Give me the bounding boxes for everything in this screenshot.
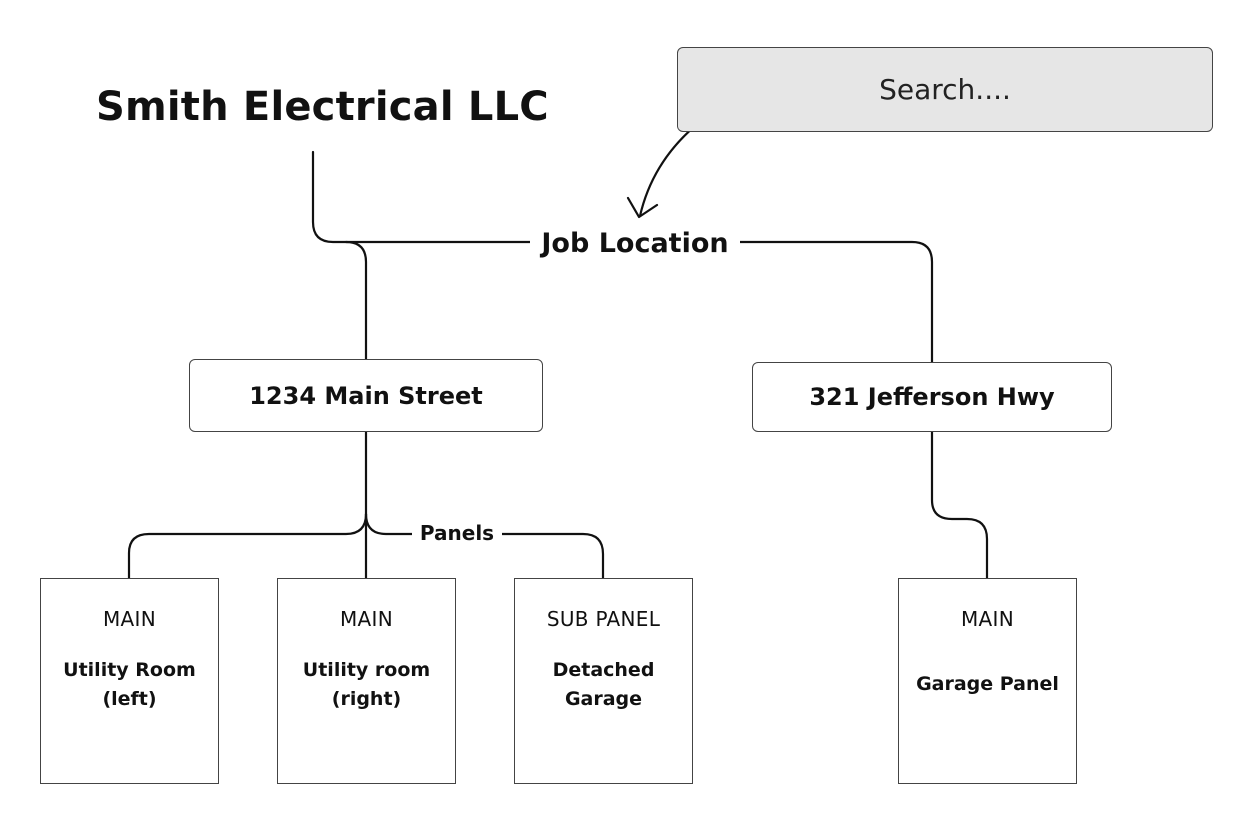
panel-card-detached-garage[interactable]: SUB PANEL Detached Garage (514, 578, 693, 784)
panel-card-utility-room-right[interactable]: MAIN Utility room (right) (277, 578, 456, 784)
company-title: Smith Electrical LLC (96, 84, 549, 130)
panel-name: Utility room (right) (302, 659, 431, 710)
jefferson-to-panel-connector (930, 430, 989, 580)
location-branch-main-street (344, 240, 368, 361)
panel-card-utility-room-left[interactable]: MAIN Utility Room (left) (40, 578, 219, 784)
panel-type: MAIN (340, 607, 393, 631)
search-arrow-head (626, 196, 659, 219)
panel-type: SUB PANEL (546, 607, 661, 631)
panels-bus-right (364, 512, 414, 536)
panels-label: Panels (412, 522, 502, 544)
location-node-jefferson-hwy[interactable]: 321 Jefferson Hwy (752, 362, 1112, 432)
location-node-main-street[interactable]: 1234 Main Street (189, 359, 543, 432)
panel-name: Garage Panel (916, 673, 1059, 695)
search-input[interactable]: Search.... (677, 47, 1213, 132)
panels-bus-far-right (500, 532, 605, 580)
panels-bus-left (127, 512, 368, 580)
company-to-location-connector (311, 150, 532, 244)
location-branch-jefferson (738, 240, 934, 364)
panel-type: MAIN (961, 607, 1014, 631)
panel-type: MAIN (103, 607, 156, 631)
panel-card-garage-panel[interactable]: MAIN Garage Panel (898, 578, 1077, 784)
panel-name: Detached Garage (552, 659, 655, 710)
job-location-label: Job Location (530, 228, 740, 259)
panel-name: Utility Room (left) (63, 659, 196, 710)
